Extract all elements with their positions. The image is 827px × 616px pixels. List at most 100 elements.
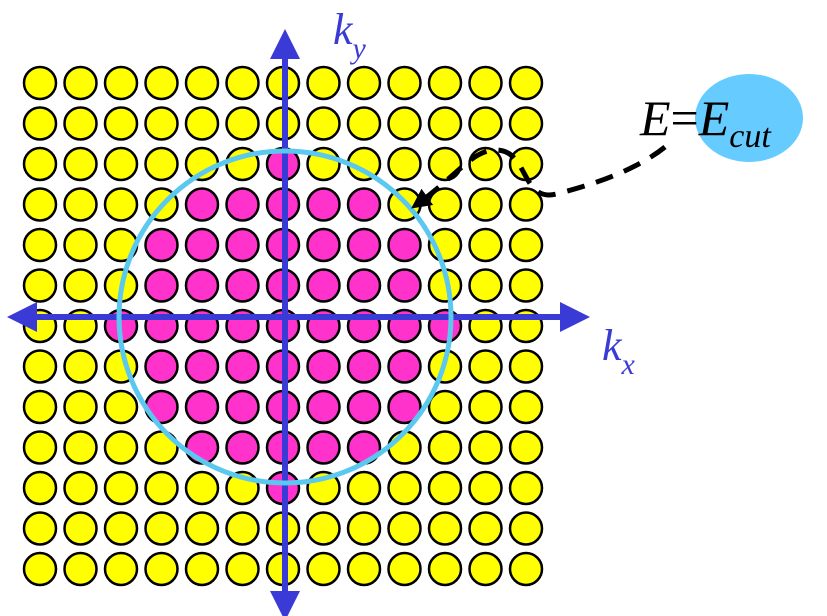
- cutoff-energy-badge: [695, 74, 803, 162]
- lattice-point-inside: [387, 227, 422, 263]
- lattice-point-inside: [387, 349, 422, 384]
- lattice-point-inside: [306, 268, 341, 303]
- kx-label-text: kx: [602, 321, 636, 381]
- lattice-point-outside: [63, 551, 98, 587]
- lattice-point-outside: [225, 65, 260, 101]
- cutoff-energy-equals: =: [671, 90, 699, 146]
- cutoff-energy-label: E=Ecut: [639, 90, 772, 155]
- lattice-point-outside: [22, 349, 58, 384]
- lattice-point-outside: [103, 430, 139, 465]
- cutoff-energy-subscript: cut: [729, 118, 772, 155]
- lattice-point-outside: [63, 511, 98, 546]
- lattice-point-inside: [346, 389, 382, 425]
- lattice-point-outside: [22, 227, 58, 263]
- lattice-point-outside: [63, 268, 98, 303]
- lattice-point-outside: [427, 430, 463, 465]
- lattice-point-inside: [306, 389, 341, 425]
- lattice-point-outside: [306, 551, 341, 587]
- lattice-point-outside: [508, 511, 544, 546]
- lattice-point-outside: [387, 551, 422, 587]
- lattice-point-outside: [144, 470, 179, 506]
- lattice-point-outside: [346, 511, 382, 546]
- lattice-point-outside: [468, 106, 503, 141]
- lattice-point-outside: [468, 511, 503, 546]
- ky-label-subscript: y: [350, 32, 367, 65]
- lattice-point-inside: [184, 268, 220, 303]
- lattice-point-outside: [346, 106, 382, 141]
- lattice-point-outside: [468, 430, 503, 465]
- lattice-point-outside: [427, 511, 463, 546]
- lattice-point-outside: [508, 430, 544, 465]
- lattice-point-outside: [144, 106, 179, 141]
- lattice-point-outside: [306, 511, 341, 546]
- lattice-point-inside: [225, 268, 260, 303]
- lattice-point-outside: [427, 106, 463, 141]
- lattice-point-inside: [144, 268, 179, 303]
- cutoff-sphere: [116, 148, 454, 486]
- lattice-point-outside: [63, 470, 98, 506]
- lattice-point-outside: [22, 511, 58, 546]
- lattice-point-outside: [387, 511, 422, 546]
- axes: [6, 28, 590, 616]
- lattice-point-outside: [63, 187, 98, 222]
- lattice-point-outside: [387, 430, 422, 465]
- lattice-point-outside: [63, 349, 98, 384]
- lattice-point-outside: [144, 146, 179, 182]
- lattice-point-inside: [387, 268, 422, 303]
- lattice-point-inside: [306, 187, 341, 222]
- lattice-point-inside: [144, 349, 179, 384]
- lattice-point-outside: [103, 389, 139, 425]
- lattice-point-outside: [468, 187, 503, 222]
- lattice-point-outside: [427, 470, 463, 506]
- lattice-point-outside: [63, 430, 98, 465]
- lattice-point-outside: [468, 389, 503, 425]
- lattice-point-inside: [346, 187, 382, 222]
- lattice-point-outside: [22, 146, 58, 182]
- lattice-point-outside: [508, 470, 544, 506]
- lattice-point-outside: [508, 349, 544, 384]
- lattice-point-outside: [508, 551, 544, 587]
- lattice-point-outside: [508, 268, 544, 303]
- lattice-point-outside: [103, 106, 139, 141]
- lattice-point-outside: [63, 146, 98, 182]
- lattice-point-inside: [225, 349, 260, 384]
- lattice-point-outside: [468, 227, 503, 263]
- lattice-point-outside: [22, 470, 58, 506]
- lattice-point-outside: [508, 389, 544, 425]
- lattice-point-outside: [63, 106, 98, 141]
- cutoff-pointer: [411, 145, 667, 209]
- lattice-point-outside: [22, 187, 58, 222]
- lattice-point-outside: [22, 551, 58, 587]
- lattice-point-inside: [346, 227, 382, 263]
- lattice-point-outside: [427, 389, 463, 425]
- ky-label-text: ky: [333, 5, 367, 65]
- lattice-point-outside: [468, 65, 503, 101]
- lattice-point-outside: [508, 227, 544, 263]
- lattice-point-outside: [63, 65, 98, 101]
- lattice-point-outside: [225, 551, 260, 587]
- lattice-point-outside: [468, 268, 503, 303]
- lattice-point-outside: [346, 470, 382, 506]
- lattice-point-inside: [184, 389, 220, 425]
- lattice-point-inside: [306, 349, 341, 384]
- lattice-point-outside: [225, 106, 260, 141]
- lattice-point-inside: [346, 349, 382, 384]
- lattice-point-inside: [184, 227, 220, 263]
- lattice-point-outside: [468, 551, 503, 587]
- lattice-point-outside: [103, 551, 139, 587]
- lattice-point-outside: [144, 65, 179, 101]
- lattice-point-outside: [468, 349, 503, 384]
- cutoff-energy-E2: E: [698, 90, 730, 146]
- lattice-point-outside: [184, 551, 220, 587]
- lattice-point-inside: [306, 430, 341, 465]
- lattice-point-outside: [103, 65, 139, 101]
- kx-label-main: k: [602, 321, 623, 370]
- lattice-point-outside: [103, 146, 139, 182]
- lattice-point-outside: [508, 65, 544, 101]
- lattice-point-inside: [346, 268, 382, 303]
- lattice-point-outside: [63, 227, 98, 263]
- lattice-point-outside: [427, 65, 463, 101]
- lattice-point-outside: [144, 551, 179, 587]
- lattice-point-outside: [468, 470, 503, 506]
- kx-label-subscript: x: [621, 348, 636, 381]
